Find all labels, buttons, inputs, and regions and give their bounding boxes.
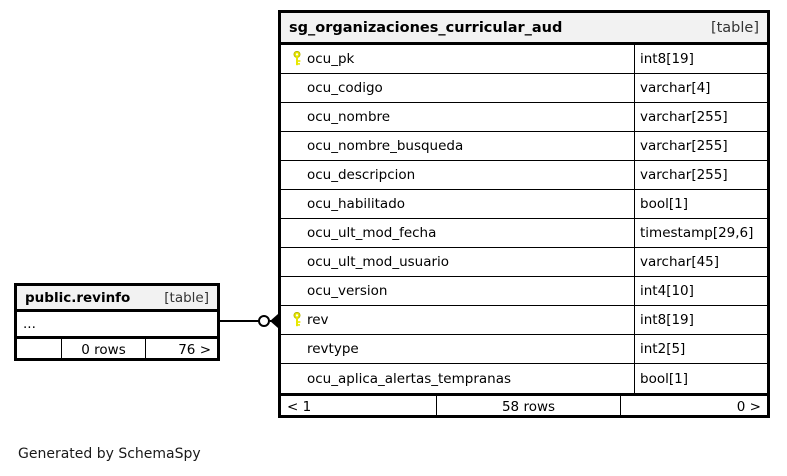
footer-child-count[interactable]: 76 > — [145, 339, 217, 360]
column-type-cell: varchar[255] — [634, 103, 767, 131]
generator-credit: Generated by SchemaSpy — [18, 446, 201, 462]
table-row[interactable]: ocu_codigo varchar[4] — [281, 74, 767, 103]
table-row[interactable]: ocu_ult_mod_fecha timestamp[29,6] — [281, 219, 767, 248]
column-name-cell: revtype — [281, 335, 634, 363]
column-name-cell: ocu_ult_mod_usuario — [281, 248, 634, 276]
column-name: ocu_nombre_busqueda — [307, 138, 464, 154]
table-row[interactable]: ocu_ult_mod_usuario varchar[45] — [281, 248, 767, 277]
table-type-tag: [table] — [164, 289, 209, 306]
column-name: ocu_ult_mod_fecha — [307, 225, 437, 241]
column-name-cell: ocu_habilitado — [281, 190, 634, 218]
footer-child-count[interactable]: 0 > — [620, 396, 767, 418]
column-type: int4[10] — [640, 283, 694, 299]
entity-table-public-revinfo[interactable]: public.revinfo [table] ... 0 rows 76 > — [14, 283, 220, 361]
table-row[interactable]: ocu_aplica_alertas_tempranas bool[1] — [281, 364, 767, 393]
table-row[interactable]: ocu_nombre varchar[255] — [281, 103, 767, 132]
column-name-cell: ocu_descripcion — [281, 161, 634, 189]
column-name-cell: ocu_pk — [281, 45, 634, 73]
column-type-cell: int4[10] — [634, 277, 767, 305]
table-row[interactable]: ocu_habilitado bool[1] — [281, 190, 767, 219]
column-type: timestamp[29,6] — [640, 225, 754, 241]
table-row[interactable]: ocu_nombre_busqueda varchar[255] — [281, 132, 767, 161]
column-name-cell: ocu_aplica_alertas_tempranas — [281, 364, 634, 393]
column-type: varchar[45] — [640, 254, 720, 270]
column-name-cell: ocu_version — [281, 277, 634, 305]
table-header: sg_organizaciones_curricular_aud [table] — [281, 13, 767, 45]
column-type-cell: int8[19] — [634, 45, 767, 73]
column-type-cell: varchar[255] — [634, 132, 767, 160]
primary-key-icon — [287, 312, 307, 328]
footer-parent-count[interactable]: < 1 — [287, 399, 312, 415]
table-title: sg_organizaciones_curricular_aud — [289, 19, 563, 36]
table-row[interactable]: revtype int2[5] — [281, 335, 767, 364]
column-type-cell: int2[5] — [634, 335, 767, 363]
column-name: rev — [307, 312, 329, 328]
column-type-cell: varchar[4] — [634, 74, 767, 102]
column-name: ocu_aplica_alertas_tempranas — [307, 370, 512, 387]
column-name-cell: ocu_ult_mod_fecha — [281, 219, 634, 247]
column-name: ocu_nombre — [307, 109, 391, 125]
column-type-cell: timestamp[29,6] — [634, 219, 767, 247]
table-title: public.revinfo — [25, 289, 131, 306]
column-name: ocu_pk — [307, 51, 355, 67]
column-type: varchar[255] — [640, 138, 728, 154]
column-name: revtype — [307, 341, 359, 357]
column-type-cell: int8[19] — [634, 306, 767, 334]
column-type: varchar[255] — [640, 109, 728, 125]
primary-key-icon — [287, 51, 307, 67]
table-footer: 0 rows 76 > — [17, 336, 217, 360]
entity-table-sg-organizaciones-curricular-aud[interactable]: sg_organizaciones_curricular_aud [table] — [278, 10, 770, 418]
footer-parent-count[interactable] — [17, 339, 61, 360]
table-footer: < 1 58 rows 0 > — [281, 393, 767, 418]
column-name: ocu_ult_mod_usuario — [307, 254, 450, 270]
column-type: bool[1] — [640, 196, 688, 212]
relationship-connector — [218, 314, 278, 328]
column-type: varchar[255] — [640, 167, 728, 183]
column-name-cell: ocu_codigo — [281, 74, 634, 102]
table-column-list: ocu_pk int8[19] ocu_codigo varchar[4] — [281, 45, 767, 393]
column-name-cell: rev — [281, 306, 634, 334]
column-name: ocu_codigo — [307, 80, 383, 96]
table-row[interactable]: ocu_pk int8[19] — [281, 45, 767, 74]
column-type: varchar[4] — [640, 80, 711, 96]
column-name-cell: ... — [17, 312, 217, 336]
column-name: ocu_habilitado — [307, 196, 406, 212]
column-type: int2[5] — [640, 341, 686, 357]
column-name: ocu_version — [307, 283, 388, 299]
column-name: ocu_descripcion — [307, 167, 416, 183]
column-type: int8[19] — [640, 51, 694, 67]
column-type: bool[1] — [640, 370, 688, 387]
table-column-list: ... — [17, 312, 217, 336]
column-name-ellipsis: ... — [23, 316, 36, 332]
column-name-cell: ocu_nombre_busqueda — [281, 132, 634, 160]
column-name-cell: ocu_nombre — [281, 103, 634, 131]
footer-row-count: 58 rows — [436, 396, 620, 418]
column-type-cell: varchar[45] — [634, 248, 767, 276]
table-row[interactable]: ... — [17, 312, 217, 336]
table-row[interactable]: ocu_descripcion varchar[255] — [281, 161, 767, 190]
table-header: public.revinfo [table] — [17, 286, 217, 312]
column-type-cell: bool[1] — [634, 190, 767, 218]
column-type: int8[19] — [640, 312, 694, 328]
footer-row-count: 0 rows — [61, 339, 145, 360]
column-type-cell: varchar[255] — [634, 161, 767, 189]
table-row[interactable]: ocu_version int4[10] — [281, 277, 767, 306]
table-row[interactable]: rev int8[19] — [281, 306, 767, 335]
column-type-cell: bool[1] — [634, 364, 767, 393]
table-type-tag: [table] — [710, 19, 759, 36]
